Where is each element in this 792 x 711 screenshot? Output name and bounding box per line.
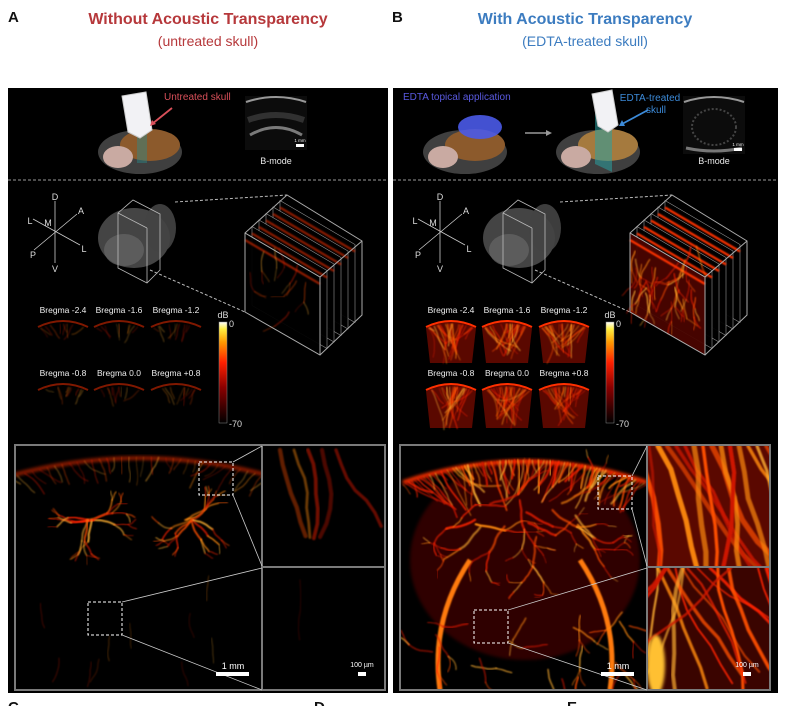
panel-letter-d: D bbox=[314, 699, 325, 706]
bmode-label: B-mode bbox=[260, 156, 292, 166]
panel-subtitle: (untreated skull) bbox=[158, 33, 258, 49]
bregma-label: Bregma 0.0 bbox=[97, 368, 141, 378]
scale-label-main: 1 mm bbox=[222, 661, 245, 671]
bmode-scale-label: 1 mm bbox=[294, 138, 306, 143]
axis-label-lateral-right: L bbox=[466, 244, 471, 254]
bmode-scale-label: 1 mm bbox=[732, 142, 744, 147]
bright-vessel bbox=[647, 635, 665, 695]
bregma-label: Bregma -1.6 bbox=[96, 305, 143, 315]
edta-drop bbox=[458, 115, 502, 139]
axis-label-anterior: A bbox=[78, 206, 84, 216]
vessel bbox=[607, 697, 610, 706]
axis-label-ventral: V bbox=[52, 264, 58, 274]
scale-label-inset: 100 µm bbox=[735, 662, 759, 669]
skull-label: Untreated skull bbox=[164, 92, 231, 103]
panel-title: With Acoustic Transparency bbox=[478, 11, 693, 28]
skull-label-line2: skull bbox=[646, 105, 666, 116]
panel-title: Without Acoustic Transparency bbox=[88, 11, 327, 28]
scale-bar-inset bbox=[358, 672, 366, 676]
vessel bbox=[580, 514, 588, 515]
bregma-label: Bregma -1.6 bbox=[484, 305, 531, 315]
axis-label-anterior: A bbox=[463, 206, 469, 216]
scale-label-main: 1 mm bbox=[607, 661, 630, 671]
colorbar-min: -70 bbox=[229, 419, 242, 429]
axis-label-medial: M bbox=[429, 218, 437, 228]
colorbar bbox=[219, 322, 227, 423]
colorbar-unit: dB bbox=[604, 310, 615, 320]
skull-label-line1: EDTA-treated bbox=[620, 93, 680, 104]
bregma-label: Bregma -1.2 bbox=[153, 305, 200, 315]
panel-letter-e: E bbox=[567, 699, 577, 706]
bregma-label: Bregma -2.4 bbox=[40, 305, 87, 315]
vessel bbox=[555, 694, 560, 706]
vessel bbox=[555, 694, 563, 706]
axis-label-posterior: P bbox=[30, 250, 36, 260]
axis-label-posterior: P bbox=[415, 250, 421, 260]
bregma-label: Bregma -0.8 bbox=[40, 368, 87, 378]
panel-background bbox=[8, 88, 388, 693]
bregma-label: Bregma -2.4 bbox=[428, 305, 475, 315]
bregma-label: Bregma -1.2 bbox=[541, 305, 588, 315]
vessel bbox=[643, 694, 651, 706]
vessel bbox=[600, 697, 611, 706]
colorbar-max: 0 bbox=[229, 319, 234, 329]
axis-label-lateral-right: L bbox=[81, 244, 86, 254]
bmode-label: B-mode bbox=[698, 156, 730, 166]
scale-bar-inset bbox=[743, 672, 751, 676]
colorbar-max: 0 bbox=[616, 319, 621, 329]
panel-letter-c: C bbox=[8, 699, 19, 706]
bregma-label: Bregma +0.8 bbox=[540, 368, 589, 378]
axis-label-lateral-left: L bbox=[27, 216, 32, 226]
colorbar-min: -70 bbox=[616, 419, 629, 429]
panel-b: B With Acoustic Transparency (EDTA-treat… bbox=[392, 9, 792, 706]
colorbar-unit: dB bbox=[217, 310, 228, 320]
scale-label-inset: 100 µm bbox=[350, 662, 374, 669]
colorbar bbox=[606, 322, 614, 423]
axis-label-medial: M bbox=[44, 218, 52, 228]
bregma-label: Bregma 0.0 bbox=[485, 368, 529, 378]
bregma-label: Bregma +0.8 bbox=[152, 368, 201, 378]
panel-a: A Without Acoustic Transparency (untreat… bbox=[8, 9, 388, 693]
axis-label-lateral-left: L bbox=[412, 216, 417, 226]
vessel bbox=[614, 550, 627, 551]
panel-subtitle: (EDTA-treated skull) bbox=[522, 33, 648, 49]
bregma-label: Bregma -0.8 bbox=[428, 368, 475, 378]
axis-label-dorsal: D bbox=[52, 192, 59, 202]
panel-letter: B bbox=[392, 9, 403, 26]
application-label: EDTA topical application bbox=[403, 92, 511, 103]
scale-bar-main bbox=[216, 672, 249, 676]
vessel bbox=[87, 555, 88, 564]
panel-letter: A bbox=[8, 9, 19, 26]
scale-bar-main bbox=[601, 672, 634, 676]
axis-label-ventral: V bbox=[437, 264, 443, 274]
axis-label-dorsal: D bbox=[437, 192, 444, 202]
